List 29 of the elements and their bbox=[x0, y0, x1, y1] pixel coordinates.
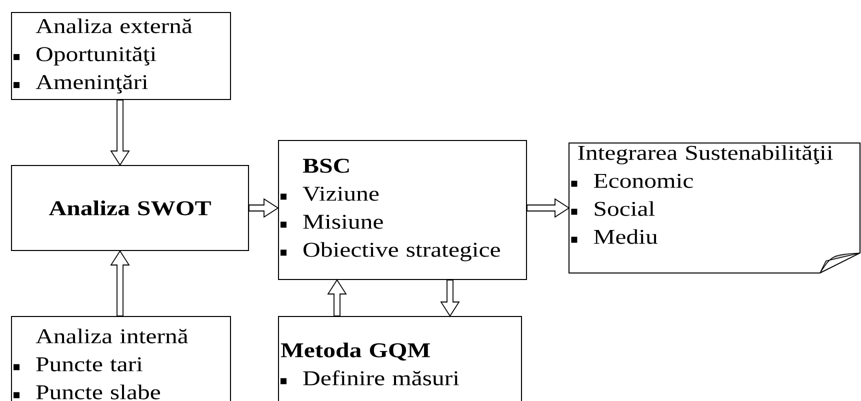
list-item: Puncte slabe bbox=[36, 384, 160, 400]
list-item: Economic bbox=[594, 174, 693, 188]
list-item: Puncte tari bbox=[36, 357, 142, 372]
block-arrow bbox=[440, 280, 460, 317]
process-box bbox=[11, 165, 249, 251]
list-item: Misiune bbox=[303, 214, 383, 229]
box-heading: Analiza SWOT bbox=[48, 200, 211, 216]
list-item: Ameninţări bbox=[36, 74, 148, 94]
list-item: Obiective strategice bbox=[304, 242, 500, 262]
list-item: Social bbox=[594, 201, 655, 216]
list-item: Mediu bbox=[594, 229, 658, 244]
box-heading: BSC bbox=[302, 158, 349, 173]
process-box bbox=[11, 12, 231, 100]
block-arrow bbox=[248, 198, 279, 218]
process-box bbox=[11, 316, 231, 401]
box-heading: Metoda GQM bbox=[280, 342, 430, 361]
box-heading: Analiza externă bbox=[36, 18, 192, 34]
process-box bbox=[278, 316, 522, 401]
block-arrow bbox=[327, 279, 347, 316]
block-arrow bbox=[110, 250, 130, 316]
box-heading: Integrarea Sustenabilităţii bbox=[578, 145, 833, 164]
list-item: Viziune bbox=[302, 186, 379, 201]
note-box bbox=[568, 142, 860, 274]
box-heading: Analiza internă bbox=[36, 328, 188, 344]
list-item: Oportunităţi bbox=[36, 46, 156, 66]
process-box bbox=[278, 140, 527, 280]
block-arrow bbox=[526, 198, 570, 218]
list-item: Definire măsuri bbox=[303, 370, 460, 386]
block-arrow bbox=[110, 100, 130, 166]
